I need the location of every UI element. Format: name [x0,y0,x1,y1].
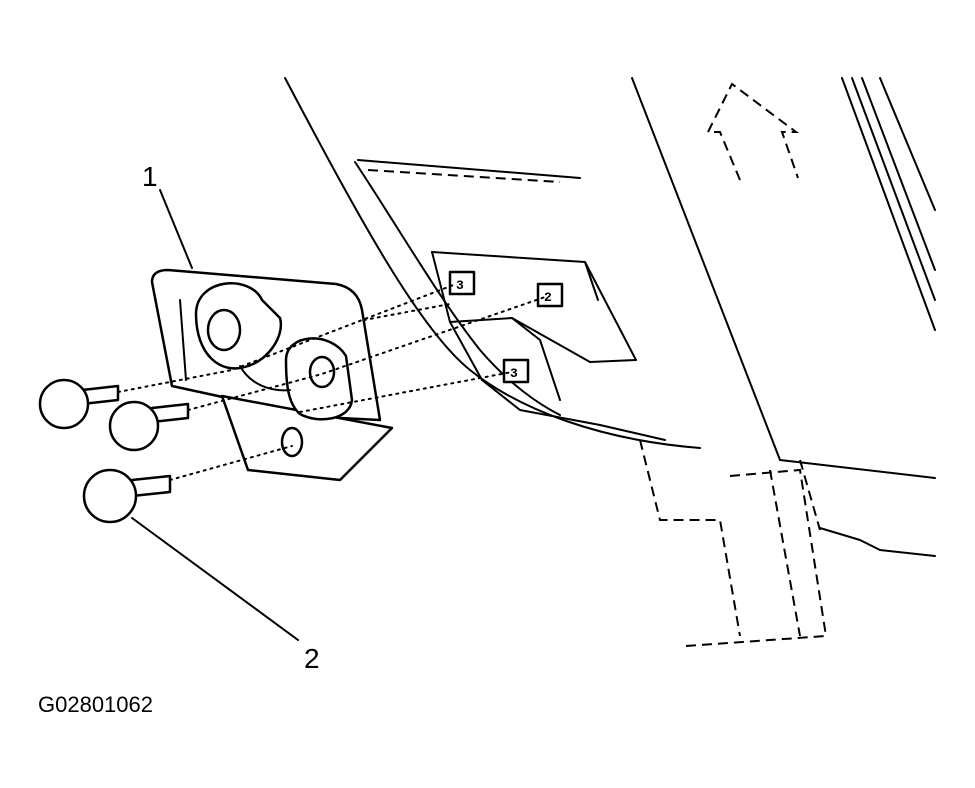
leader-line-1 [159,189,193,269]
bolt-middle-head [108,400,160,452]
inner-panel-edge [354,161,561,416]
forward-arrow-icon [706,82,799,181]
nut-tag-b: 2 [544,290,552,305]
hinge-assembly [150,268,394,482]
alignment-lines [117,283,549,481]
align-line-plate [363,303,451,321]
bolt-lower-head [82,468,138,524]
pillar-edge-left [631,77,781,461]
pillar-edge-right-2 [851,77,936,301]
pillar-edge-right-3 [861,77,936,271]
bracket-upper-flange [431,251,637,363]
bracket-crease [584,261,599,301]
bracket-lower-edge [449,321,666,441]
pillar-edge-right-1 [841,77,936,331]
body-mounting-bracket: 3 2 3 [431,251,666,441]
callout-2: 2 [304,643,320,674]
body-panel-edge [284,77,701,449]
tab-bolt-hole [280,426,304,458]
top-rail [357,159,581,179]
captive-nut-upper-left [448,270,476,296]
bolt-upper-head [38,378,90,430]
top-rail-hidden [367,169,561,183]
align-line-lower-right [299,371,513,413]
plate-bevel [179,299,187,381]
align-line-lower [169,445,293,481]
leader-line-2 [131,517,299,641]
figure-id: G02801062 [38,692,153,717]
hidden-channel-left [639,439,741,637]
hidden-channel-right [729,468,827,637]
bracket-web [511,317,561,401]
bolt-middle [108,400,190,452]
sill-line-lower [819,527,936,557]
bolt-lower [82,468,172,524]
bolt-lower-shank [130,474,172,498]
bolt-set [38,378,190,524]
hidden-channel-bottom [685,635,827,647]
boss-shading-arc [239,365,291,392]
nut-tag-a: 3 [456,278,464,293]
hidden-lower-structure [639,439,827,647]
captive-nut-upper-right [536,282,564,308]
bolt-upper [38,378,120,430]
sill-line-upper [779,459,936,479]
callouts: 1 2 [131,161,320,674]
hidden-sill-drop [799,459,821,531]
upper-pivot-hole [206,308,242,352]
lower-pivot-hole [308,355,336,389]
bracket-front-face [431,251,591,363]
callout-1: 1 [142,161,158,192]
pillar-edge-right-4 [879,77,936,211]
hidden-channel-inner [769,469,801,637]
captive-nut-lower [502,358,530,384]
vehicle-body-structure [284,77,936,557]
nut-tag-c: 3 [510,366,518,381]
